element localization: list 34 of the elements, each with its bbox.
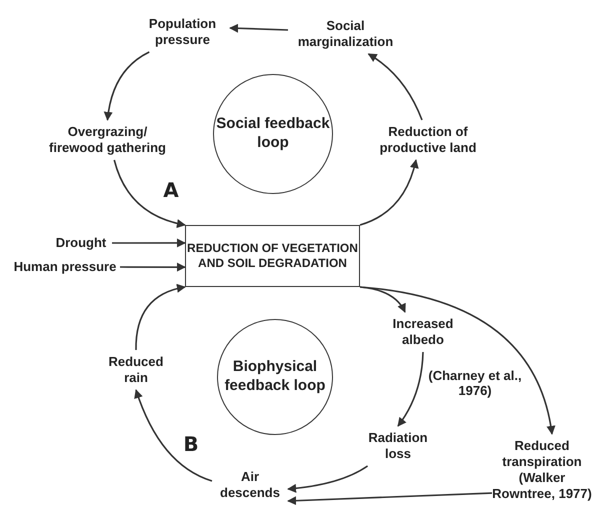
arrow: [135, 284, 186, 350]
node-label: Human pressure: [10, 258, 120, 276]
arrow: [104, 51, 150, 121]
node-label: Drought: [50, 234, 112, 252]
arrow: [229, 24, 288, 33]
node-label: Social marginalization: [288, 14, 403, 54]
node-label: Reduced rain: [100, 350, 172, 390]
node-label: Reduced transpiration: [501, 438, 583, 470]
citation-text: (Charney et al., 1976): [427, 368, 523, 398]
arrow: [397, 352, 424, 427]
node-label: Overgrazing/ firewood gathering: [40, 120, 175, 160]
process-box: [185, 225, 360, 287]
arrow: [120, 262, 186, 272]
arrow: [113, 160, 186, 228]
arrow: [360, 286, 555, 435]
loop-circle: [217, 319, 333, 435]
arrow: [287, 492, 492, 506]
arrow: [368, 53, 423, 120]
panel-letter: B: [182, 432, 200, 456]
node-label: Population pressure: [135, 12, 230, 52]
loop-circle: [213, 74, 333, 194]
node-label: Air descends: [212, 465, 288, 505]
node-label: Social feedback loop: [215, 115, 331, 153]
citation-text: (Walker Rowntree, 1977): [492, 470, 592, 502]
arrow: [134, 389, 212, 482]
arrow: [360, 159, 418, 226]
node-label: Biophysical feedback loop: [224, 358, 326, 396]
arrow: [112, 238, 186, 248]
node-label: REDUCTION OF VEGETATION AND SOIL DEGRADATION: [186, 241, 359, 271]
panel-letter: A: [162, 178, 180, 202]
node-label: Increased albedo: [378, 312, 468, 352]
node-label: Radiation loss: [360, 426, 436, 466]
arrow: [287, 465, 368, 493]
node-label: Reduction of productive land: [368, 120, 488, 160]
